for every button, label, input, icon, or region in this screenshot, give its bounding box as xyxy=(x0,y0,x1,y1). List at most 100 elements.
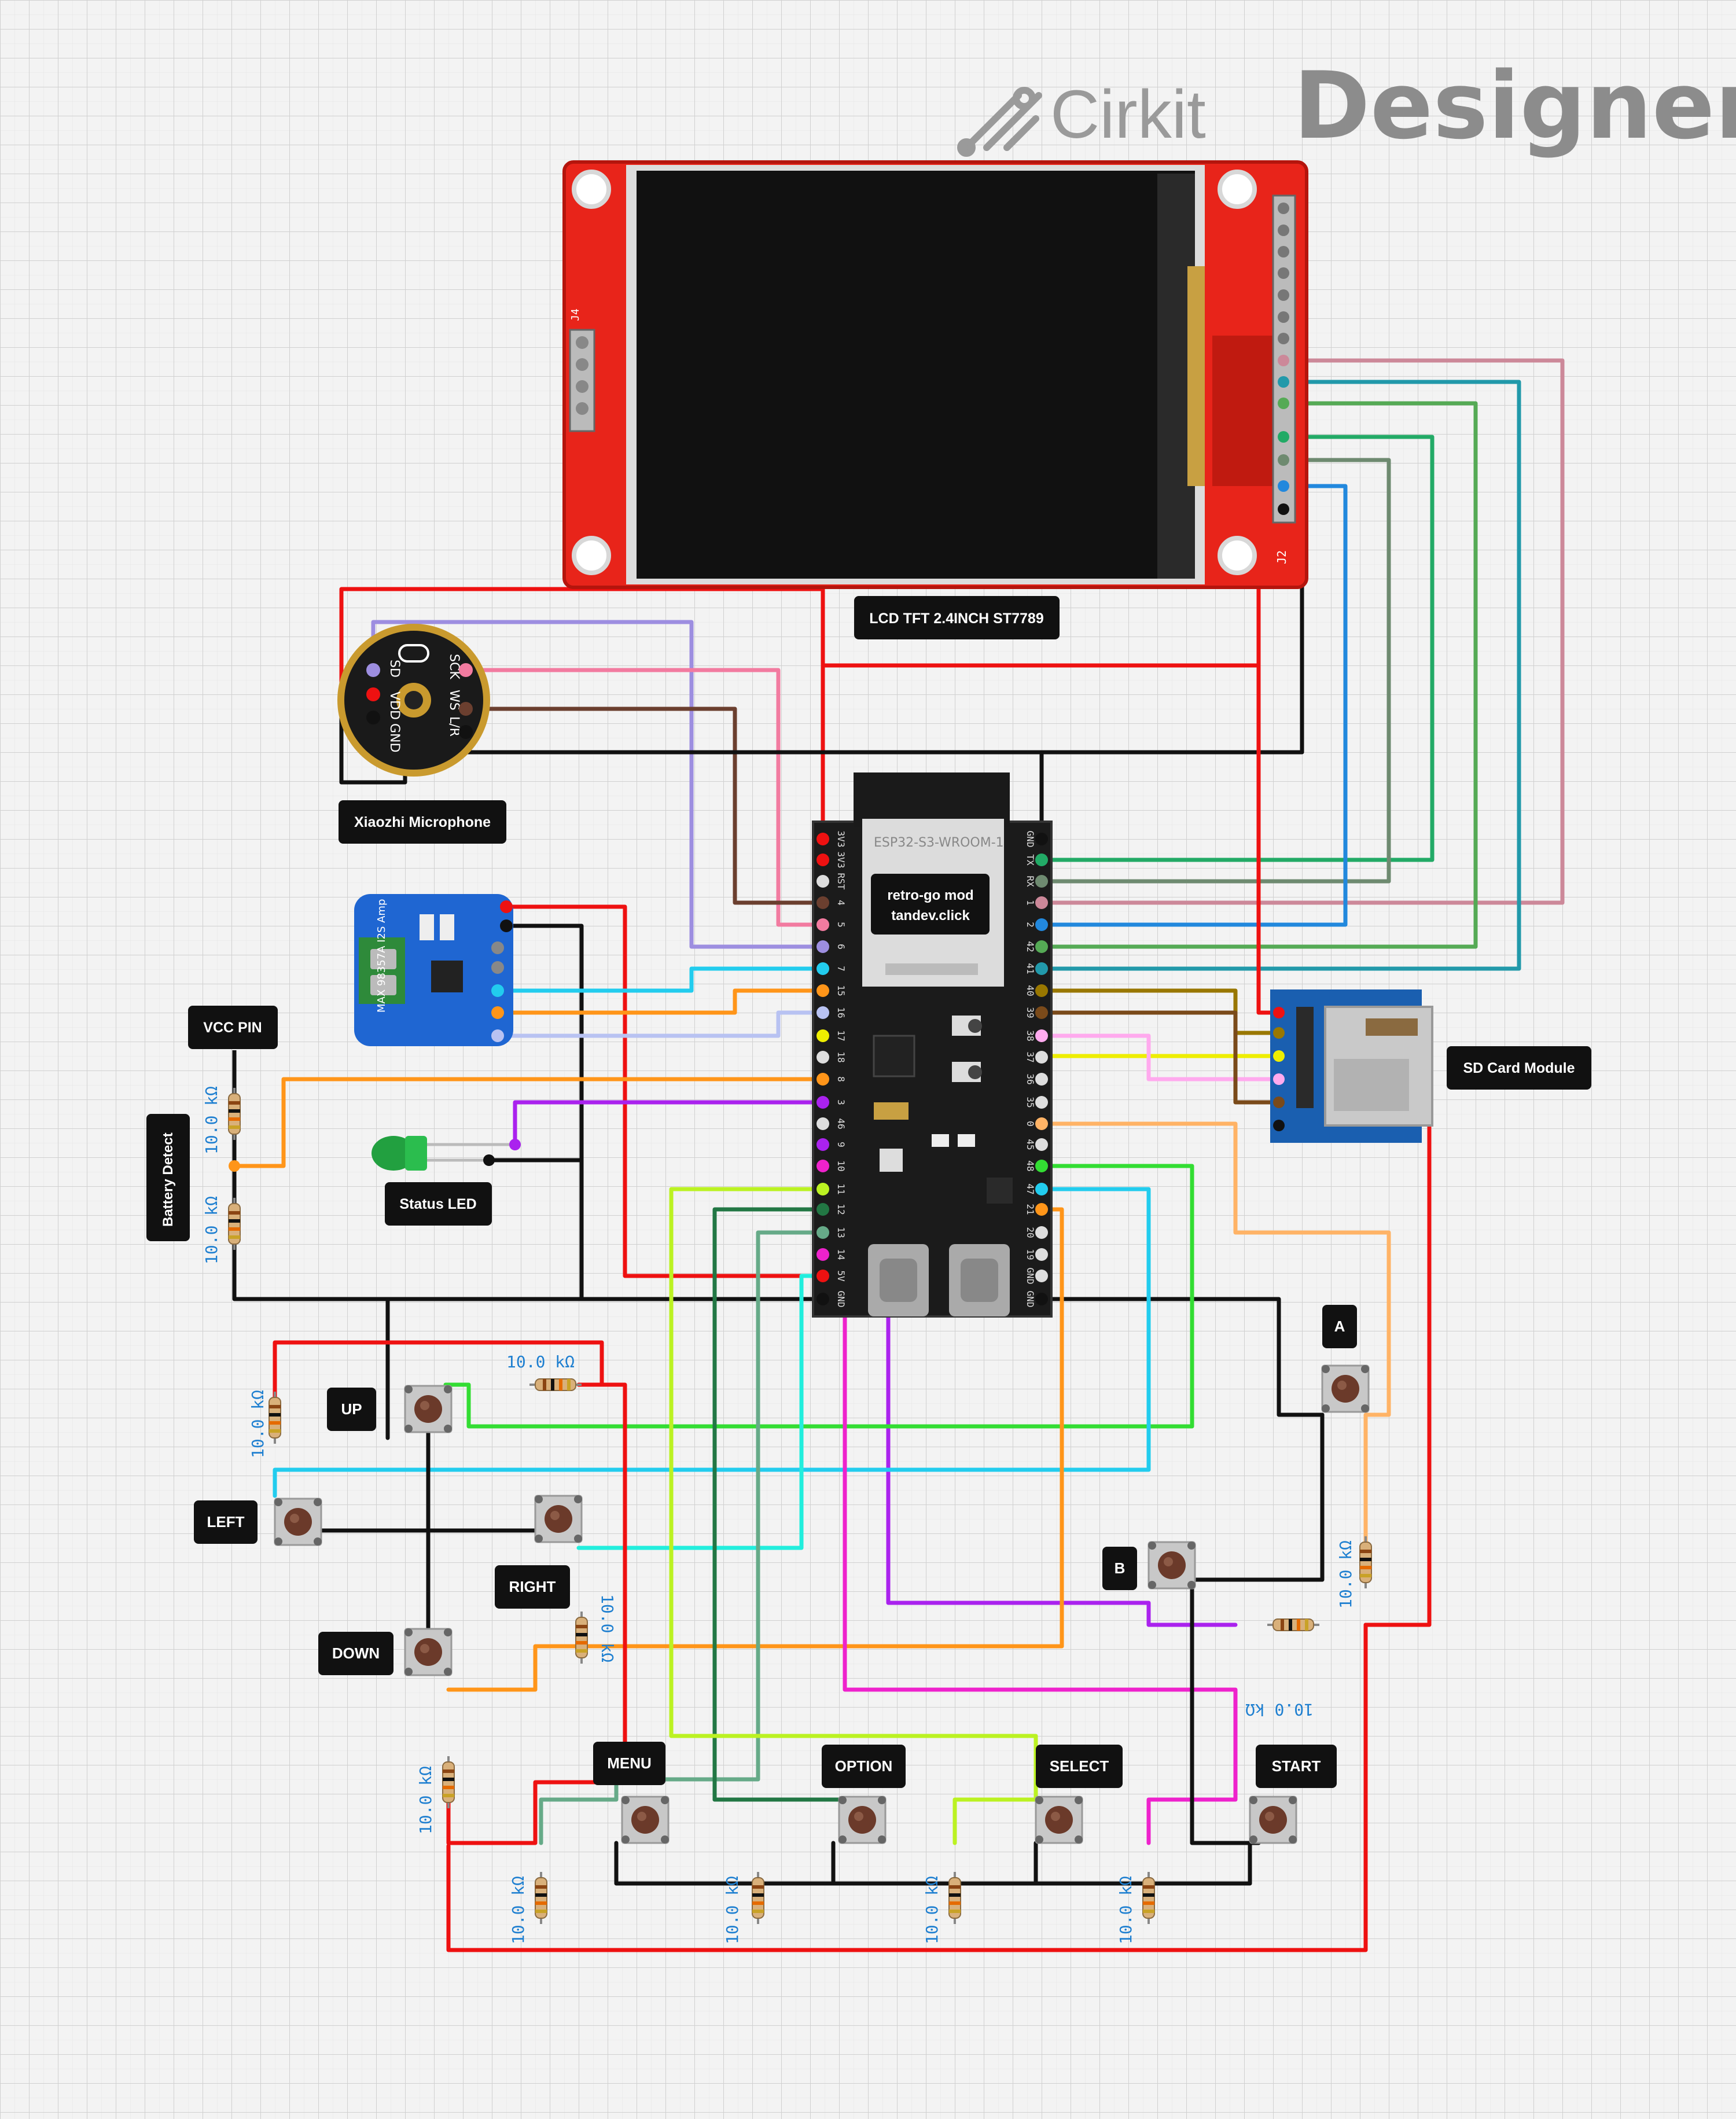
wire-a-peach xyxy=(1039,1121,1391,1565)
button-a-label: A xyxy=(1334,1318,1345,1335)
esp-pin-label: 2 xyxy=(1025,922,1036,928)
esp-pin-label: 40 xyxy=(1025,985,1036,996)
button-option[interactable] xyxy=(838,1796,887,1844)
button-down-tag: DOWN xyxy=(318,1632,393,1675)
esp-pin-label: 42 xyxy=(1025,941,1036,952)
resistor-value: 10.0 kΩ xyxy=(248,1390,267,1458)
wire-gnd-right xyxy=(1039,1297,1325,1417)
esp-label-line2: tandev.click xyxy=(891,908,970,924)
wire-mic-pink xyxy=(464,668,825,927)
esp-pin-label: 3 xyxy=(836,1099,847,1105)
amp-label: MAX 98357A I2S Amp xyxy=(376,899,388,1013)
esp-pin-label: GND xyxy=(1025,1268,1036,1285)
sd-card-module[interactable] xyxy=(1270,989,1433,1143)
esp-pin-label: 1 xyxy=(1025,900,1036,906)
esp-pin-label: 18 xyxy=(836,1051,847,1062)
wire-left-cyan xyxy=(273,1187,1151,1498)
mic-label: Xiaozhi Microphone xyxy=(354,814,491,830)
button-right-tag: RIGHT xyxy=(495,1565,570,1609)
esp-pin-label: 11 xyxy=(836,1183,847,1194)
esp-module-label: ESP32-S3-WROOM-1 xyxy=(874,836,1004,850)
esp-pin-label: 3V3 xyxy=(836,831,847,848)
button-a[interactable] xyxy=(1321,1364,1370,1413)
lcd-mount-hole xyxy=(572,536,611,575)
resistor xyxy=(228,1088,241,1140)
esp-pin-label: 37 xyxy=(1025,1051,1036,1062)
button-down-label: DOWN xyxy=(332,1645,380,1662)
cirkit-logo-icon xyxy=(957,87,1042,157)
esp32-board[interactable]: ESP32-S3-WROOM-1 retro-go mod tandev.cli… xyxy=(812,772,1053,1318)
resistors xyxy=(228,1088,1372,1924)
button-left[interactable] xyxy=(274,1498,322,1546)
esp-pin-label: 17 xyxy=(836,1030,847,1041)
esp-pin-label: 19 xyxy=(1025,1249,1036,1260)
button-b[interactable] xyxy=(1147,1541,1196,1590)
resistor-value: 10.0 kΩ xyxy=(922,1876,941,1944)
button-menu[interactable] xyxy=(621,1796,670,1844)
lcd-mount-hole xyxy=(1218,170,1257,209)
esp-pin-label: 0 xyxy=(1025,1121,1036,1127)
button-up-tag: UP xyxy=(327,1388,376,1431)
wire-sd-brown xyxy=(1039,1010,1281,1105)
button-up-label: UP xyxy=(341,1400,362,1418)
button-start-tag: START xyxy=(1256,1745,1337,1788)
esp-pin-label: 5V xyxy=(836,1270,847,1282)
esp-mod-label-tag: retro-go mod tandev.click xyxy=(871,874,990,935)
wire-battery-orange xyxy=(232,1077,825,1168)
esp-pin-label: 36 xyxy=(1025,1073,1036,1084)
lcd-screen xyxy=(637,171,1195,579)
sd-label: SD Card Module xyxy=(1463,1060,1575,1076)
esp-pin-label: 20 xyxy=(1025,1227,1036,1238)
button-b-tag: B xyxy=(1102,1547,1137,1590)
button-option-tag: OPTION xyxy=(822,1745,906,1788)
esp-right-pin-labels: GNDTXRX1242414039383736350454847212019GN… xyxy=(1025,831,1036,1308)
esp-pin-label: 35 xyxy=(1025,1097,1036,1108)
esp-pin-label: 16 xyxy=(836,1007,847,1018)
resistor xyxy=(575,1612,588,1664)
microphone[interactable]: SD VDD GND SCK WS L/R xyxy=(337,624,490,777)
resistor-value: 10.0 kΩ xyxy=(723,1876,742,1944)
lcd-pin-header: J2 xyxy=(1272,194,1296,564)
resistor xyxy=(269,1392,281,1444)
button-b-label: B xyxy=(1115,1559,1126,1577)
esp-pin-label: GND xyxy=(1025,831,1036,848)
status-led[interactable] xyxy=(372,1136,521,1171)
resistor-value: 10.0 kΩ xyxy=(1116,1876,1135,1944)
mic-pin-sck: SCK xyxy=(447,654,461,679)
esp-pin-label: 4 xyxy=(836,900,847,906)
mic-label-tag: Xiaozhi Microphone xyxy=(339,800,506,844)
wire-lcd-teal xyxy=(1039,380,1521,971)
button-start[interactable] xyxy=(1249,1796,1297,1844)
usb-c-port[interactable] xyxy=(949,1244,1010,1316)
wire-amp-cyan xyxy=(495,966,825,993)
button-select[interactable] xyxy=(1035,1796,1083,1844)
resistor xyxy=(752,1872,764,1924)
button-select-label: SELECT xyxy=(1050,1757,1109,1775)
sd-card-tag: SD Card Module xyxy=(1447,1046,1591,1090)
button-down[interactable] xyxy=(404,1628,453,1676)
wire-amp-orange xyxy=(495,988,825,1015)
wire-start-black xyxy=(1190,1563,1261,1845)
esp-pin-label: 7 xyxy=(836,966,847,972)
button-up[interactable] xyxy=(404,1385,453,1433)
usb-c-port[interactable] xyxy=(868,1244,929,1316)
wire-led-violet xyxy=(513,1100,825,1147)
wire-lcd-graygreen xyxy=(1039,458,1391,884)
button-right[interactable] xyxy=(534,1495,583,1543)
resistor xyxy=(535,1872,547,1924)
amp-pin-header xyxy=(491,900,513,1042)
mic-pin-sd: SD xyxy=(387,660,402,678)
esp-pin-label: 46 xyxy=(836,1118,847,1129)
wire-up-green xyxy=(443,1164,1194,1429)
esp-antenna xyxy=(854,772,1010,827)
button-option-label: OPTION xyxy=(835,1757,893,1775)
lcd-display[interactable]: J4 J2 xyxy=(562,160,1308,589)
battery-label: Battery Detect xyxy=(160,1132,176,1227)
i2s-amplifier[interactable]: MAX 98357A I2S Amp xyxy=(354,894,513,1046)
button-a-tag: A xyxy=(1322,1305,1357,1348)
esp-pin-label: 8 xyxy=(836,1076,847,1082)
resistor-labels: 10.0 kΩ 10.0 kΩ 10.0 kΩ 10.0 kΩ 10.0 kΩ … xyxy=(202,1086,1355,1944)
lcd-side-connector: J4 xyxy=(569,308,582,321)
